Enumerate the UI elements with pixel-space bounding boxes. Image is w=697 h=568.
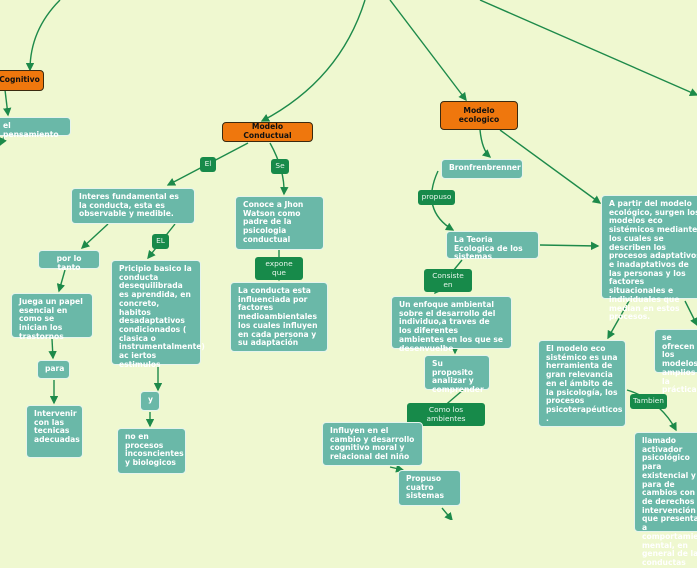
node-modelo-eco-sistemico[interactable]: El modelo eco sistémico es una herramien… bbox=[538, 340, 626, 427]
node-modelo-ecologico[interactable]: Modelo ecologico bbox=[440, 101, 518, 130]
node-influyen-cambio[interactable]: Influyen en el cambio y desarrollo cogni… bbox=[322, 422, 423, 466]
node-principio-basico[interactable]: Pricipio basico la conducta desequilibra… bbox=[111, 260, 205, 369]
node-su-proposito[interactable]: Su proposito analizar y comprender bbox=[424, 355, 490, 394]
node-interes-fundamental[interactable]: Interes fundamental es la conducta, esta… bbox=[71, 188, 195, 224]
node-teoria-ecologica[interactable]: La Teoria Ecologica de los sistemas bbox=[446, 231, 539, 261]
node-por-lo-tanto[interactable]: por lo tanto bbox=[38, 250, 100, 272]
node-enfoque-ambiental[interactable]: Un enfoque ambiental sobre el desarrollo… bbox=[391, 296, 512, 352]
relation-como-los-ambientes[interactable]: Como los ambientes bbox=[407, 403, 485, 427]
node-para[interactable]: para bbox=[37, 360, 70, 379]
node-propuso-cuatro-sistemas[interactable]: Propuso cuatro sistemas bbox=[398, 470, 461, 506]
node-el-pensamiento[interactable]: el pensamiento bbox=[0, 117, 71, 139]
relation-expone-que[interactable]: expone que bbox=[255, 257, 303, 281]
node-conoce-watson[interactable]: Conoce a Jhon Watson como padre de la ps… bbox=[235, 196, 324, 250]
relation-propuso[interactable]: propuso bbox=[418, 190, 455, 205]
node-a-partir-modelo[interactable]: A partir del modelo ecológico, surgen lo… bbox=[601, 195, 697, 321]
relation-tambien[interactable]: Tambien bbox=[630, 394, 667, 409]
node-y[interactable]: y bbox=[140, 391, 160, 411]
node-bronfrenbrenner[interactable]: Bronfrenbrenner bbox=[441, 159, 523, 179]
relation-consiste-en[interactable]: Consiste en bbox=[424, 269, 472, 293]
node-conducta-influenciada[interactable]: La conducta esta influenciada por factor… bbox=[230, 282, 328, 352]
relation-el[interactable]: El bbox=[200, 157, 216, 172]
node-llamado-activador[interactable]: llamado activador psicológico para exist… bbox=[634, 432, 697, 567]
relation-se[interactable]: Se bbox=[271, 159, 289, 174]
node-no-en-procesos[interactable]: no en procesos incosncientes y biologico… bbox=[117, 428, 186, 474]
node-intervenir[interactable]: Intervenir con las tecnicas adecuadas bbox=[26, 405, 83, 458]
node-cognitivo[interactable]: Cognitivo bbox=[0, 70, 44, 91]
node-juega-papel[interactable]: Juega un papel esencial en como se inici… bbox=[11, 293, 93, 341]
node-se-ofrecen[interactable]: se ofrecen los modelos amplios y la prác… bbox=[654, 329, 697, 394]
node-modelo-conductual[interactable]: Modelo Conductual bbox=[222, 122, 313, 142]
relation-el-2[interactable]: EL bbox=[152, 234, 169, 249]
